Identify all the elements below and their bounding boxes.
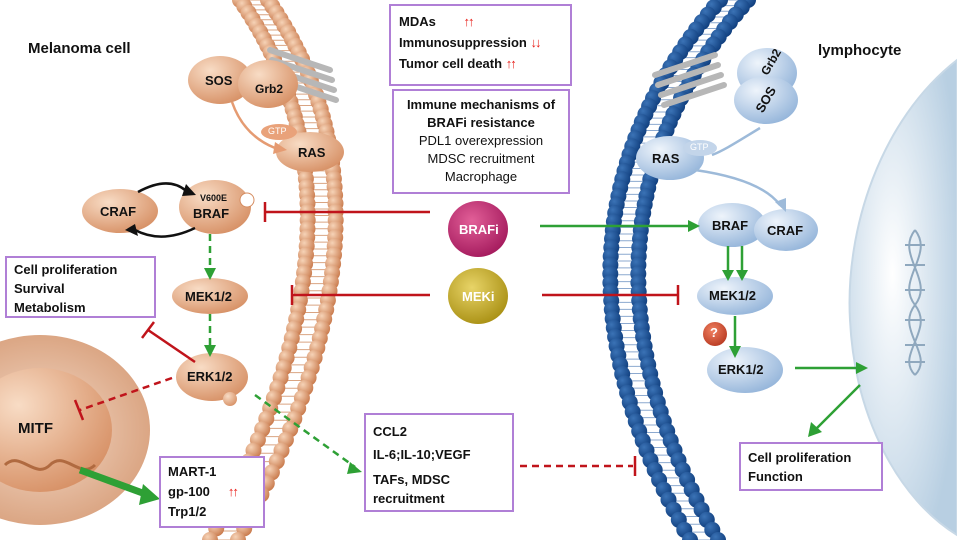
interleukin-text: IL-6;IL-10;VEGF xyxy=(373,447,471,462)
sos-lymph-blob xyxy=(734,76,798,124)
resistance-item: Macrophage xyxy=(444,169,518,184)
tumor-cell-death-text: Tumor cell death xyxy=(399,56,503,71)
ras-lymph-label: RAS xyxy=(652,151,680,166)
braf-lymph-label: BRAF xyxy=(712,218,749,233)
gp100-text: gp-100 xyxy=(168,484,210,499)
lipid-head xyxy=(230,532,246,540)
question-mark-label: ? xyxy=(710,325,718,340)
meki-drug-blob xyxy=(448,268,508,324)
outcome-item: Function xyxy=(748,469,803,484)
phospho-icon xyxy=(239,192,255,208)
lipid-head xyxy=(202,532,218,540)
outcome-item: Cell proliferation xyxy=(748,450,852,465)
mek-lymph-label: MEK1/2 xyxy=(709,288,756,303)
ras-melanoma-label: RAS xyxy=(298,145,326,160)
melanoma-green-dashed xyxy=(208,234,356,469)
mdas-text: MDAs xyxy=(399,14,436,29)
melanoma-upstream-arrows xyxy=(230,101,276,150)
melanoma-cell-title: Melanoma cell xyxy=(28,40,131,57)
mitf-label: MITF xyxy=(18,420,53,437)
gtp-melanoma-blob xyxy=(261,124,297,140)
lymphocyte-nucleus xyxy=(848,58,957,537)
resistance-box: Immune mechanisms of BRAFi resistance PD… xyxy=(392,89,570,194)
craf-melanoma-label: CRAF xyxy=(100,204,137,219)
dna-helix-icon xyxy=(905,229,925,376)
grb2-melanoma-label: Grb2 xyxy=(255,82,284,96)
sos-melanoma-blob xyxy=(188,56,252,104)
ccl2-text: CCL2 xyxy=(373,424,407,439)
up-arrows-icon: ↑↑ xyxy=(463,14,474,29)
recruitment-text: recruitment xyxy=(373,491,445,506)
craf-lymph-label: CRAF xyxy=(767,223,804,238)
resistance-item: MDSC recruitment xyxy=(427,151,535,166)
tafs-text: TAFs, MDSC xyxy=(373,472,451,487)
brafi-label: BRAFi xyxy=(459,222,499,237)
resistance-title: Immune mechanisms of xyxy=(406,97,556,112)
mitf-blob xyxy=(0,368,112,492)
grb2-melanoma-blob xyxy=(238,60,298,108)
question-icon xyxy=(703,322,727,346)
sos-melanoma-label: SOS xyxy=(205,73,233,88)
gtp-lymph-blob xyxy=(683,140,717,156)
melanoma-outcomes-box: Cell proliferation Survival Metabolism xyxy=(5,256,156,318)
erk-melanoma-blob xyxy=(176,353,248,401)
lymphocyte-receptor-icon xyxy=(652,52,727,108)
v600e-label: V600E xyxy=(200,193,228,203)
up-arrows-icon: ↑↑ xyxy=(505,56,517,71)
lipid-head xyxy=(710,532,726,540)
outcome-item: Survival xyxy=(14,281,65,296)
down-arrows-icon: ↓↓ xyxy=(530,35,541,50)
braf-melanoma-label: BRAF xyxy=(193,206,230,221)
outcome-item: Cell proliferation xyxy=(14,262,118,277)
lymphocyte-outcomes-box: Cell proliferation Function xyxy=(739,442,883,491)
craf-lymph-blob xyxy=(754,209,818,251)
craf-melanoma-blob xyxy=(82,189,158,233)
resistance-item: PDL1 overexpression xyxy=(418,133,544,148)
mek-lymph-blob xyxy=(697,277,773,315)
braf-melanoma-blob xyxy=(179,180,251,234)
mek-melanoma-label: MEK1/2 xyxy=(185,289,232,304)
inhibition-lines xyxy=(141,202,680,364)
resistance-title-2: BRAFi resistance xyxy=(427,115,535,130)
up-arrows-icon: ↑↑ xyxy=(227,484,239,499)
mek-melanoma-blob xyxy=(172,278,248,314)
gtp-melanoma-label: GTP xyxy=(268,126,287,136)
lymphocyte-title: lymphocyte xyxy=(818,42,902,59)
lymphocyte-green-arrows xyxy=(540,224,861,431)
erk-lymph-blob xyxy=(707,347,783,393)
ras-melanoma-blob xyxy=(276,132,344,172)
gtp-lymph-label: GTP xyxy=(690,142,709,152)
mart1-text: MART-1 xyxy=(168,464,217,479)
braf-lymph-blob xyxy=(698,203,766,247)
effects-box: MDAs ↑↑ Immunosuppression ↓↓ Tumor cell … xyxy=(389,4,572,86)
erk-melanoma-label: ERK1/2 xyxy=(187,369,233,384)
phospho-icon xyxy=(223,392,237,406)
lipid-head xyxy=(682,532,698,540)
mart-box: MART-1 gp-100 ↑↑ Trp1/2 xyxy=(159,456,265,528)
trp-text: Trp1/2 xyxy=(168,504,207,519)
outcome-item: Metabolism xyxy=(14,300,86,315)
immunosuppression-text: Immunosuppression xyxy=(399,35,527,50)
erk-lymph-label: ERK1/2 xyxy=(718,362,764,377)
meki-label: MEKi xyxy=(462,289,495,304)
cytokine-box: CCL2 IL-6;IL-10;VEGF TAFs, MDSC recruitm… xyxy=(364,413,514,512)
brafi-drug-blob xyxy=(448,201,508,257)
